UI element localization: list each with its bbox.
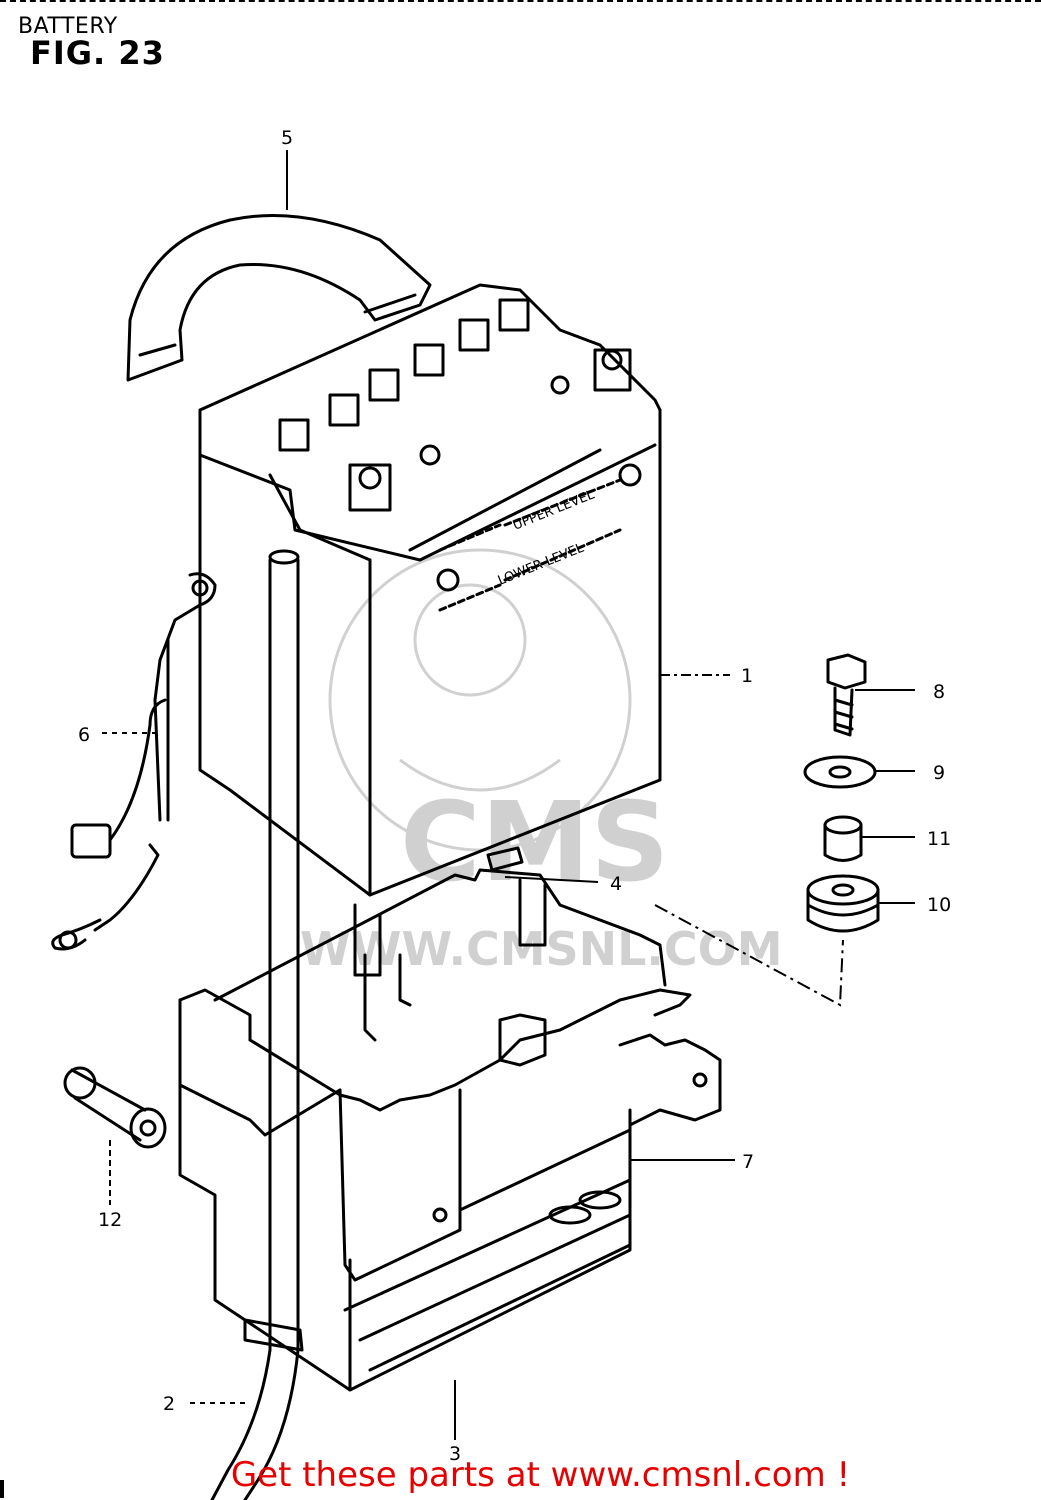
battery-holder (178, 868, 722, 1392)
grommet (806, 874, 880, 933)
callout-2: 2 (163, 1393, 175, 1415)
watermark-logo: CMS (400, 778, 669, 906)
battery-cable (51, 572, 217, 951)
callout-9: 9 (933, 762, 945, 784)
corner-mark (0, 1480, 4, 1498)
page-title: BATTERY (18, 14, 118, 39)
breather-hose (210, 1318, 304, 1500)
collar (823, 815, 863, 862)
callout-11: 11 (927, 828, 951, 850)
leader-4 (504, 876, 599, 883)
callout-3: 3 (449, 1443, 461, 1465)
battery-strap (126, 214, 432, 382)
callout-7: 7 (742, 1151, 754, 1173)
callout-8: 8 (933, 681, 945, 703)
leader-mount (654, 904, 844, 1007)
callout-10: 10 (927, 894, 951, 916)
callout-1: 1 (741, 665, 753, 687)
battery-pad (353, 846, 547, 977)
callout-12: 12 (98, 1209, 122, 1231)
watermark-url: WWW.CMSNL.COM (300, 922, 783, 976)
callout-4: 4 (610, 873, 622, 895)
washer (803, 755, 877, 789)
cushion (63, 1066, 167, 1149)
bolt (826, 653, 867, 737)
vent-tube (268, 549, 300, 1352)
callout-5: 5 (281, 127, 293, 149)
watermark: CMS WWW.CMSNL.COM (300, 548, 783, 976)
callout-6: 6 (78, 724, 90, 746)
get-parts-link[interactable]: Get these parts at www.cmsnl.com ! (230, 1455, 851, 1495)
figure-label: FIG. 23 (30, 34, 165, 72)
battery (198, 283, 662, 897)
top-border (0, 0, 1041, 2)
